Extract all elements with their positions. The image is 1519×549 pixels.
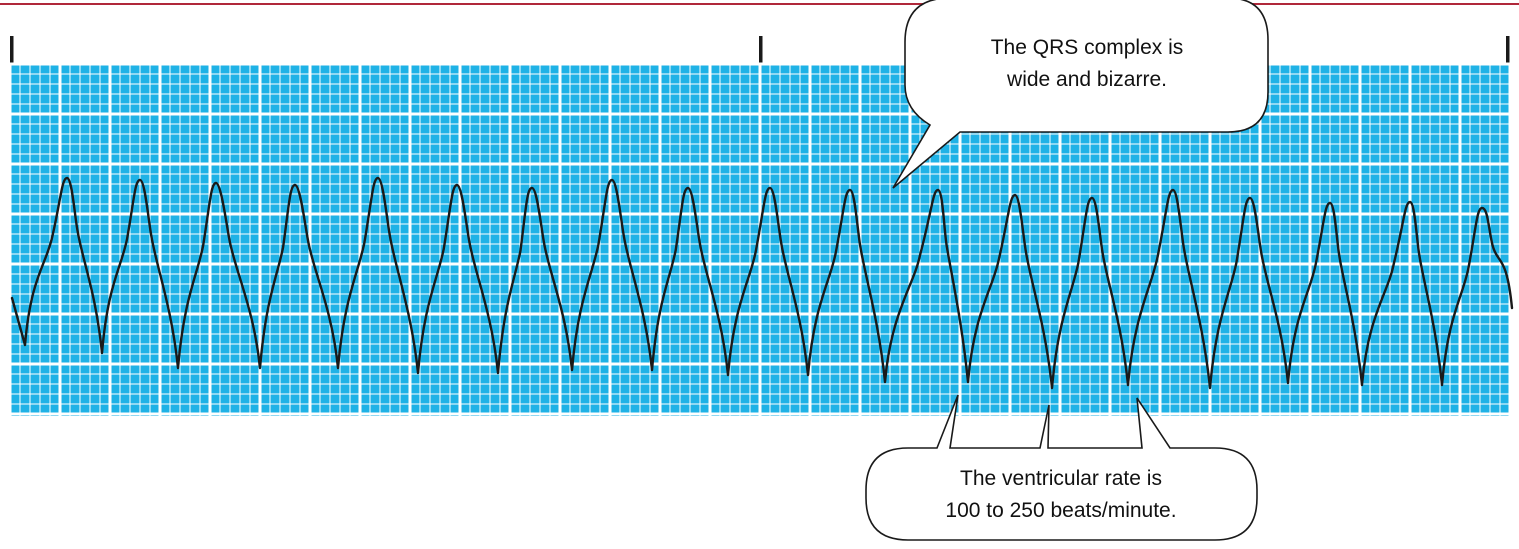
time-marker-tick (1506, 36, 1510, 64)
ecg-trace-ventricular-tachycardia (10, 176, 1514, 390)
callout-qrs-complex: The QRS complex is wide and bizarre. (892, 0, 1269, 189)
callout-text-line: The QRS complex is (991, 36, 1184, 59)
callout-text-line: wide and bizarre. (1006, 68, 1167, 91)
time-marker-tick (10, 36, 14, 64)
callout-text-line: 100 to 250 beats/minute. (945, 499, 1176, 522)
callout-bubble (865, 394, 1258, 541)
time-markers (10, 36, 1510, 64)
callout-bubble (892, 0, 1269, 189)
callout-ventricular-rate: The ventricular rate is 100 to 250 beats… (865, 394, 1258, 541)
time-marker-tick (759, 36, 763, 64)
callout-text-line: The ventricular rate is (960, 467, 1162, 490)
